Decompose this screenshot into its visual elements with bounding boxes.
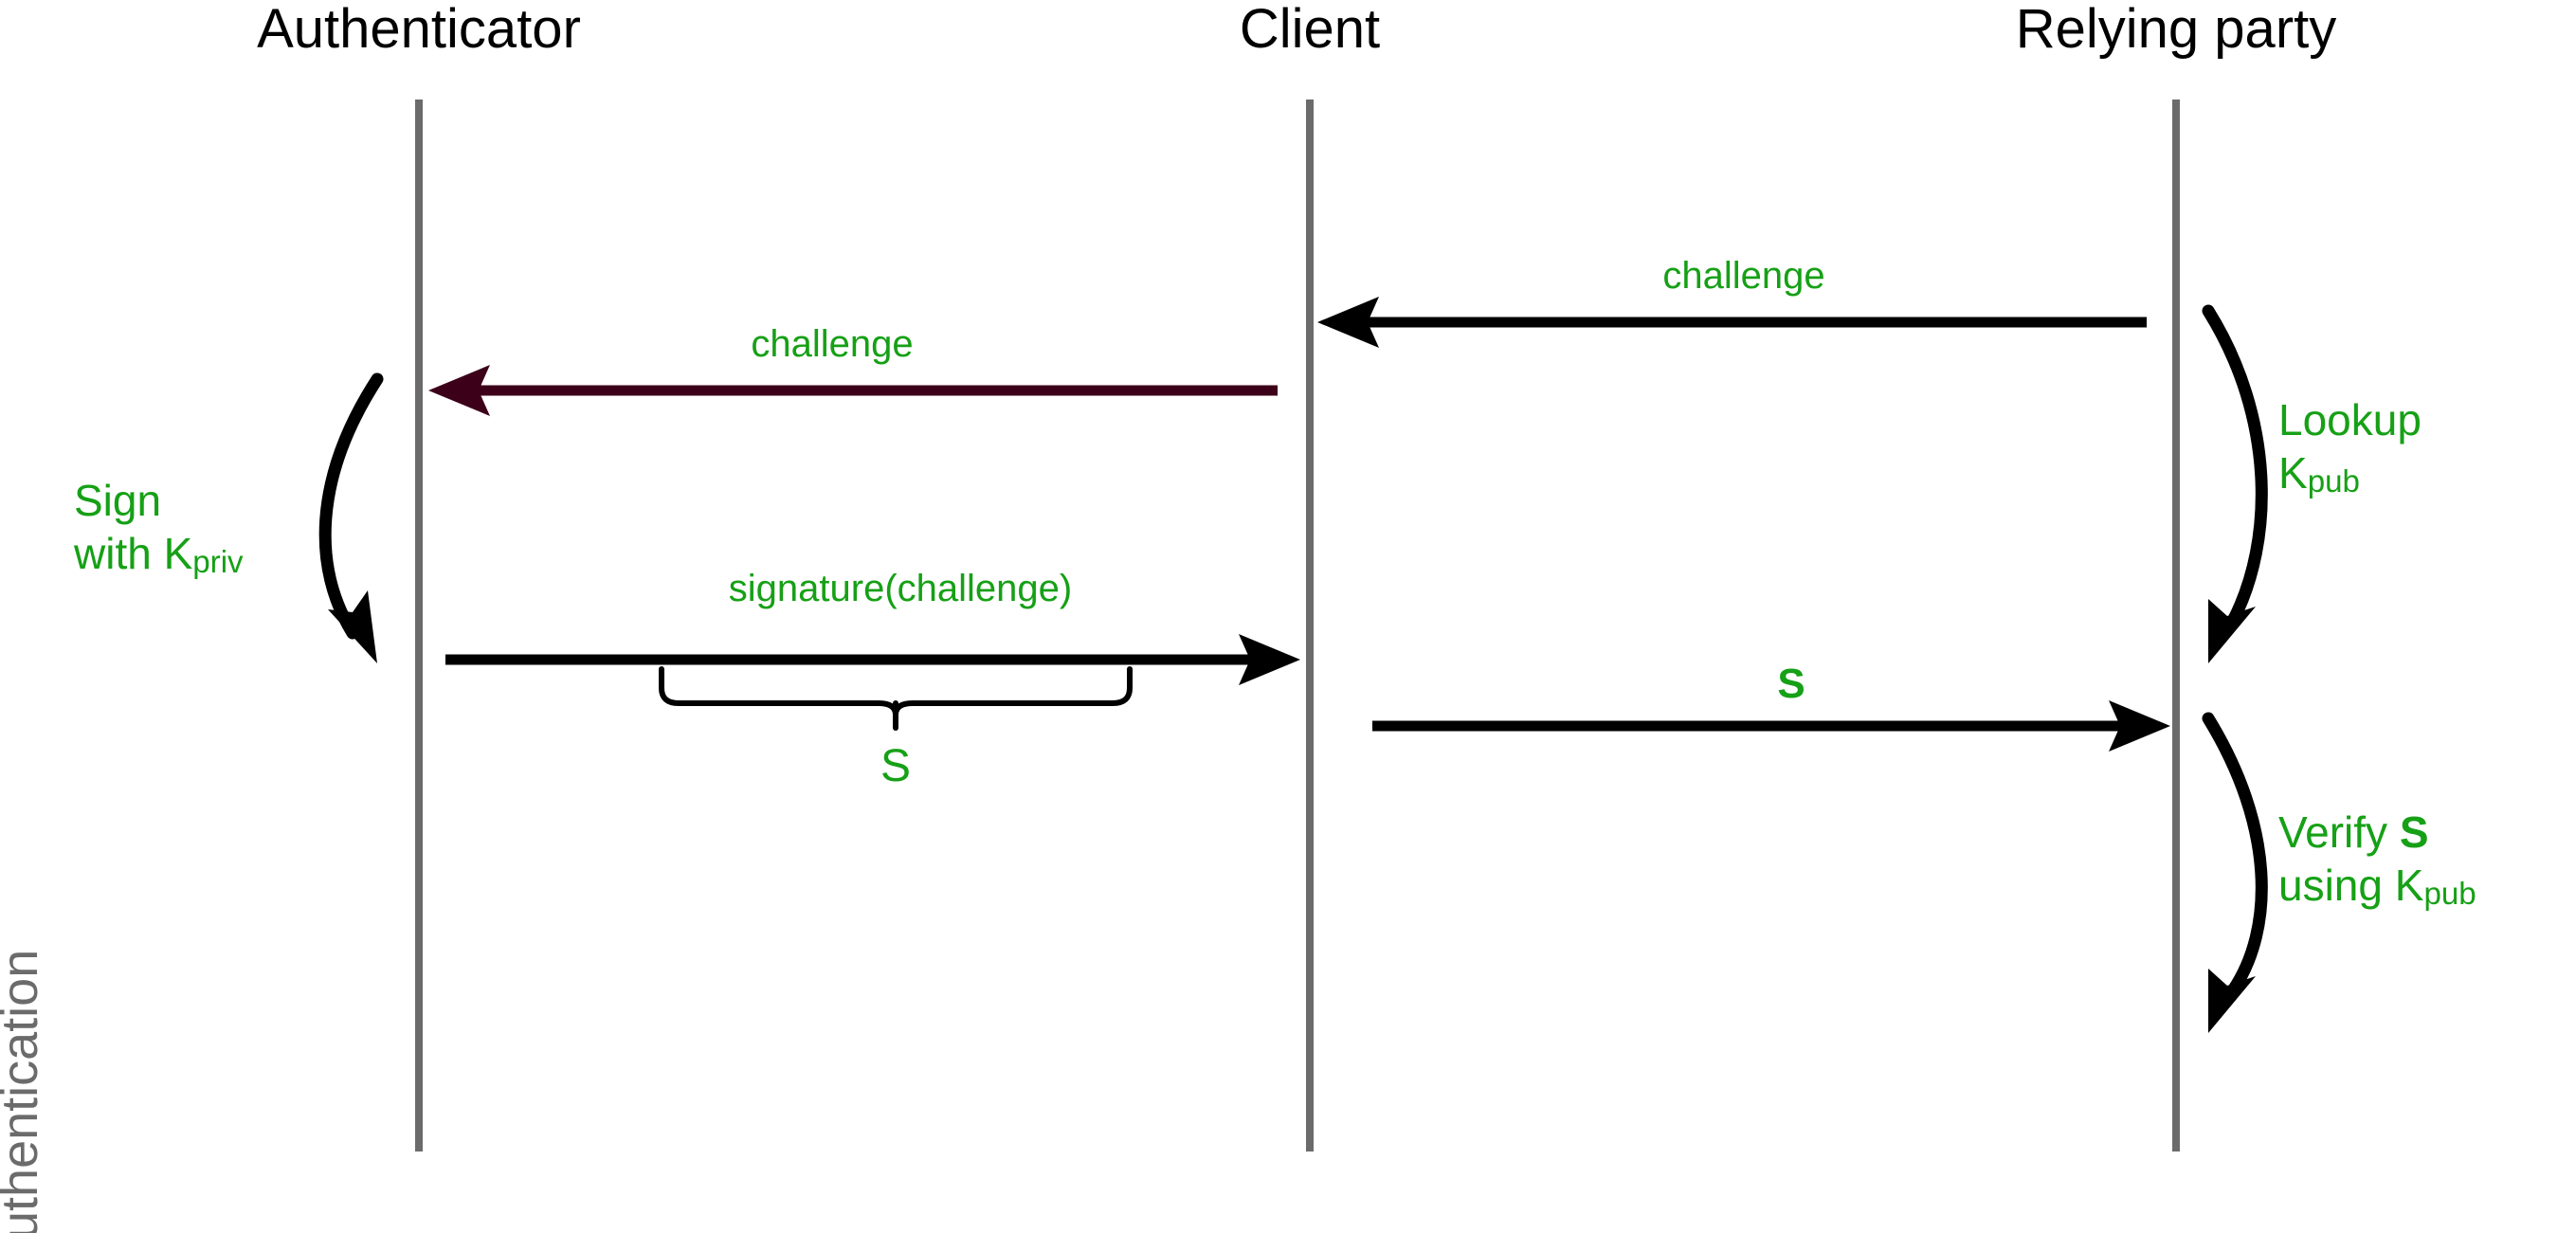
note-lookup-line1: Lookup	[2278, 395, 2422, 444]
note-verify-line2-prefix: using K	[2278, 861, 2424, 911]
self-arc-sign-with-kpriv	[318, 372, 384, 663]
self-arc-verify-s	[2202, 712, 2268, 1033]
note-lookup-line2-sub: pub	[2307, 464, 2360, 500]
participant-title-client: Client	[1239, 0, 1381, 60]
lifeline-relying-party	[2172, 100, 2180, 1151]
arrow-challenge-client-to-authenticator	[428, 365, 1278, 416]
participant-title-authenticator: Authenticator	[257, 0, 581, 60]
message-label-signature-challenge: signature(challenge)	[728, 568, 1073, 609]
note-sign-line1: Sign	[74, 476, 162, 525]
brace-signature-s	[659, 666, 1133, 731]
note-verify-line1-bold: S	[2399, 807, 2429, 857]
note-verify-line2-sub: pub	[2423, 877, 2476, 913]
brace-label-s: S	[880, 741, 912, 791]
message-label-challenge-client-auth: challenge	[751, 323, 914, 365]
participant-title-relying-party: Relying party	[2015, 0, 2337, 60]
self-arc-lookup-kpub	[2202, 304, 2268, 663]
message-label-s-client-rp: S	[1777, 661, 1805, 707]
phase-label-authentication: Authentication	[0, 949, 48, 1233]
note-verify-line1-prefix: Verify	[2278, 807, 2400, 857]
message-label-challenge-rp-client: challenge	[1662, 255, 1825, 297]
lifeline-authenticator	[415, 100, 423, 1151]
arrow-signature-authenticator-to-client	[445, 634, 1300, 685]
note-lookup-line2-prefix: K	[2278, 448, 2308, 499]
arrow-s-client-to-relying-party	[1372, 700, 2170, 752]
lifeline-client	[1306, 100, 1314, 1151]
note-sign-line2-prefix: with K	[74, 529, 193, 579]
arrow-challenge-rp-to-client	[1317, 297, 2147, 348]
note-sign-line2-sub: priv	[192, 545, 244, 581]
